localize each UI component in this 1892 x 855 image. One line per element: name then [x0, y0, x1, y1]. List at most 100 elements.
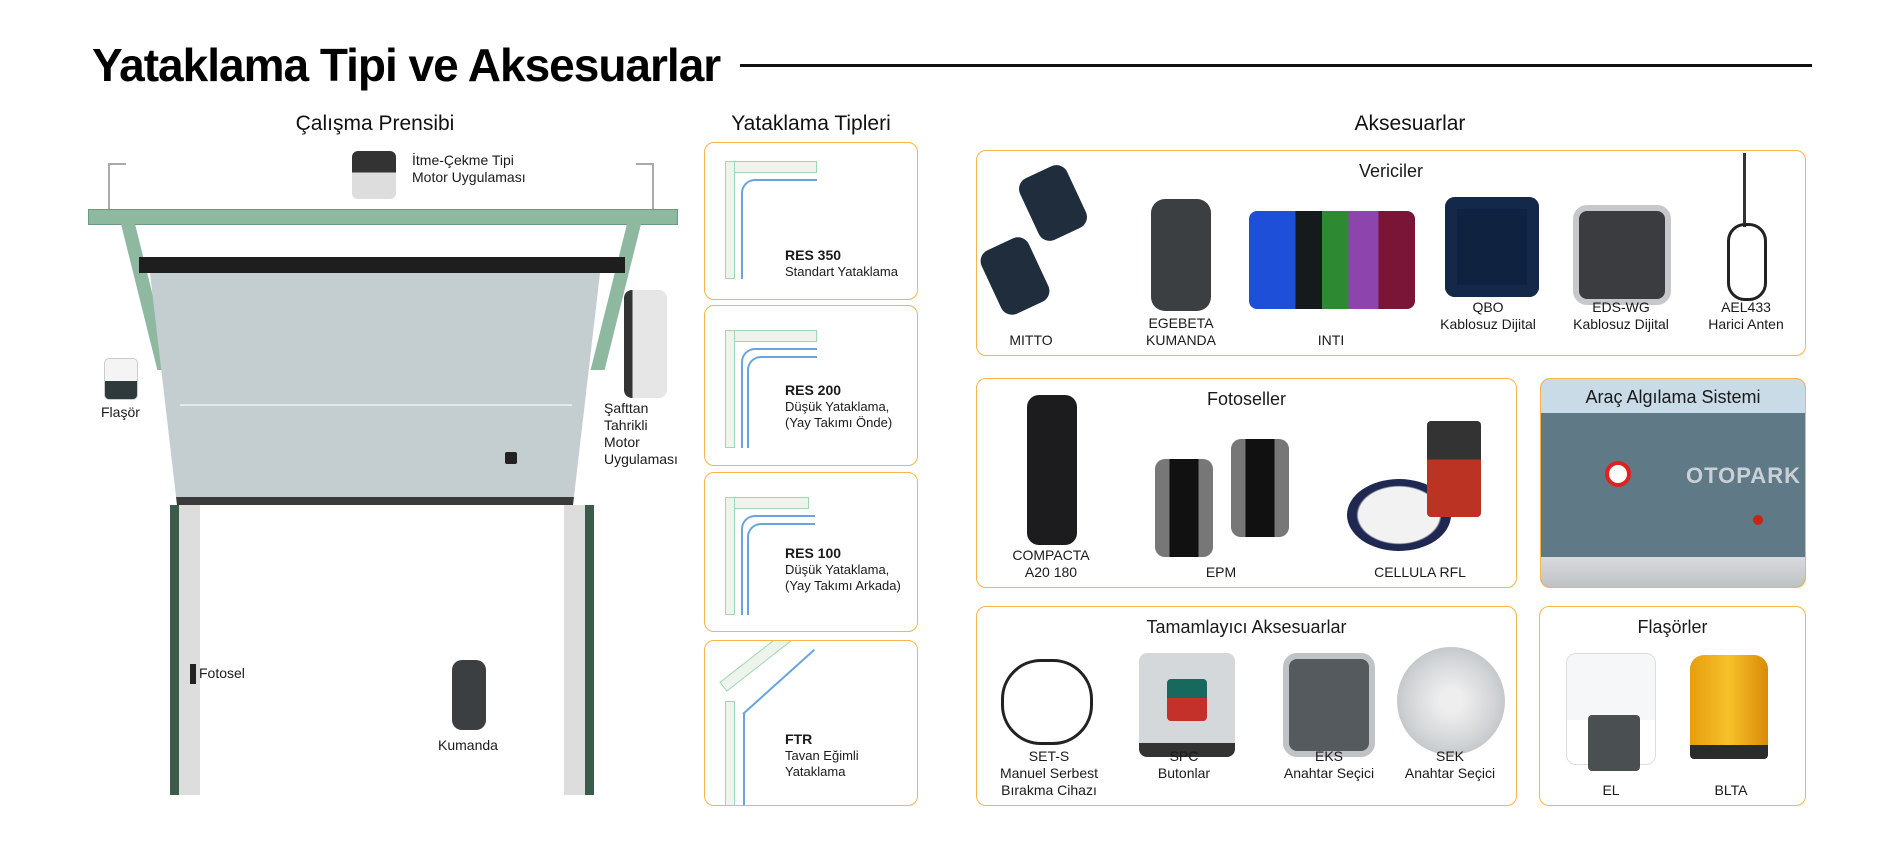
product-desc: Butonlar	[1157, 765, 1211, 781]
height-limit-sign-icon	[1605, 461, 1631, 487]
type-desc: Düşük Yataklama,	[785, 562, 890, 577]
product-name: EKS	[1314, 748, 1343, 764]
panel-title: Flaşörler	[1637, 617, 1708, 637]
type-desc: Standart Yataklama	[785, 264, 898, 279]
panel-title: Araç Algılama Sistemi	[1585, 387, 1761, 407]
panel-title: Vericiler	[1358, 161, 1424, 181]
type-desc: Tavan Eğimli	[785, 748, 859, 763]
section-title-principle: Çalışma Prensibi	[295, 112, 455, 135]
section-title-accessories: Aksesuarlar	[1354, 112, 1466, 135]
type-code: RES 100	[785, 545, 842, 561]
ceiling-hanger-right	[636, 163, 654, 209]
label-shaft-2: Tahrikli	[604, 417, 648, 433]
product-epm[interactable]: EPM	[1206, 564, 1236, 581]
door-handle	[505, 452, 517, 464]
product-desc: Manuel Serbest	[999, 765, 1099, 781]
ceiling-hanger-left	[108, 163, 126, 209]
vehicle-detection-panel[interactable]: Araç Algılama Sistemi OTOPARK	[1540, 378, 1806, 588]
top-rail	[88, 209, 678, 225]
type-code: RES 200	[785, 382, 842, 398]
product-name: SPC	[1169, 748, 1199, 764]
product-name: BLTA	[1714, 782, 1748, 798]
page-title: Yataklama Tipi ve Aksesuarlar	[92, 39, 721, 91]
door-panel-seam	[180, 404, 572, 406]
top-motor-icon	[352, 151, 396, 199]
title-rule	[740, 64, 1812, 67]
photocell-icon	[190, 664, 196, 684]
flasher-icon	[104, 358, 138, 400]
type-desc-2: (Yay Takımı Arkada)	[785, 578, 901, 593]
el-flasher-base-icon	[1588, 715, 1640, 771]
header-bar	[139, 257, 625, 273]
product-blta[interactable]: BLTA	[1715, 782, 1748, 799]
product-name: EL	[1602, 782, 1620, 798]
product-el[interactable]: EL	[1602, 782, 1619, 799]
product-desc-2: Bırakma Cihazı	[1001, 782, 1097, 798]
qbo-keypad-image	[1445, 197, 1539, 297]
cellula-sensor-image	[1427, 421, 1481, 517]
product-name: INTI	[1317, 332, 1345, 348]
panel-title: Tamamlayıcı Aksesuarlar	[1146, 617, 1347, 637]
product-desc: Kablosuz Dijital	[1440, 316, 1536, 332]
panel-title: Fotoseller	[1206, 389, 1287, 409]
otopark-sign: OTOPARK	[1686, 463, 1801, 488]
type-desc: Düşük Yataklama,	[785, 399, 890, 414]
product-cellula-rfl[interactable]: CELLULA RFL	[1374, 564, 1466, 581]
blta-flasher-image	[1690, 655, 1768, 759]
remote-icon	[452, 660, 486, 730]
ael433-antenna-image	[1743, 153, 1746, 227]
antenna-cable-image	[1727, 223, 1767, 301]
label-shaft-4: Uygulaması	[604, 451, 678, 467]
label-motor-top-1: İtme-Çekme Tipi	[412, 152, 514, 168]
right-post	[564, 505, 594, 795]
product-desc: Kablosuz Dijital	[1573, 316, 1669, 332]
left-post	[170, 505, 200, 795]
label-photocell: Fotosel	[199, 665, 245, 681]
inti-remotes-image	[1249, 211, 1415, 309]
mitto-remote-image-2	[977, 233, 1054, 319]
door-panel	[150, 273, 600, 505]
eks-key-selector-image	[1283, 653, 1375, 757]
product-desc: Anahtar Seçici	[1404, 765, 1496, 781]
egebeta-remote-image	[1151, 199, 1211, 311]
product-name: EPM	[1205, 564, 1237, 580]
epm-photocell-image-2	[1231, 439, 1289, 537]
label-shaft-1: Şafttan	[604, 400, 649, 416]
type-code: FTR	[785, 731, 813, 747]
product-name: SET-S	[1028, 748, 1070, 764]
section-title-types: Yataklama Tipleri	[731, 112, 891, 135]
product-mitto[interactable]: MITTO	[1009, 332, 1052, 349]
product-name: QBO	[1472, 299, 1504, 315]
product-name: SEK	[1435, 748, 1464, 764]
product-name: EDS-WG	[1592, 299, 1650, 315]
product-desc: A20 180	[1024, 564, 1078, 580]
product-inti[interactable]: INTI	[1318, 332, 1344, 349]
epm-photocell-image	[1155, 459, 1213, 557]
product-desc: Anahtar Seçici	[1283, 765, 1375, 781]
product-name: MITTO	[1009, 332, 1053, 348]
flashers-panel: Flaşörler EL BLTA	[1539, 606, 1806, 806]
compacta-photocell-image	[1027, 395, 1077, 545]
type-desc-2: Yataklama	[785, 764, 846, 779]
spc-stop-button-icon	[1167, 679, 1207, 721]
product-name: CELLULA RFL	[1374, 564, 1466, 580]
label-flasher: Flaşör	[101, 404, 140, 420]
type-desc-2: (Yay Takımı Önde)	[785, 415, 893, 430]
product-desc: KUMANDA	[1145, 332, 1217, 348]
spc-buttons-image	[1139, 653, 1235, 757]
